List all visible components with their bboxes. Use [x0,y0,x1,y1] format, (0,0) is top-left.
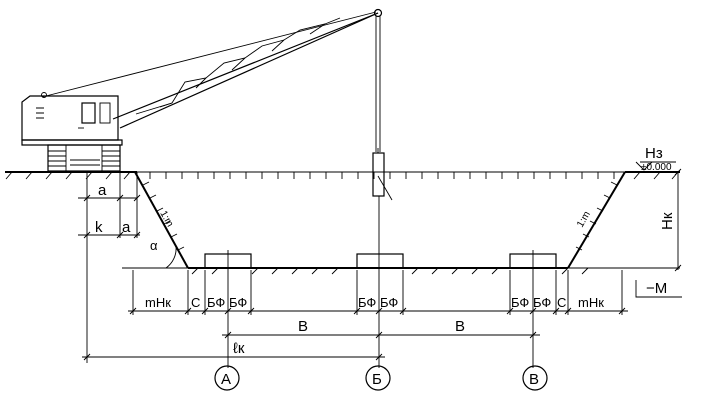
pit-bottom [122,267,680,275]
axis-label-v: В [529,371,539,388]
label-c-left: C [191,295,200,310]
axis-label-b: Б [372,371,382,388]
label-bf-1: БФ [207,295,225,310]
label-lk: ℓк [233,340,245,357]
label-bf-6: БФ [533,295,551,310]
ground-ticks [149,172,615,179]
label-a: a [98,182,107,199]
ground-hatch-right [633,171,679,180]
label-mhk-right: mHк [578,295,604,310]
ground-hatch-left [5,171,131,180]
crane [21,8,393,201]
label-hz: Hз [645,145,663,162]
foundation-blocks [204,253,557,269]
axis-marker-b [365,365,391,391]
label-a-small: a [122,219,131,236]
label-bf-4: БФ [380,295,398,310]
axis-label-a: A [221,371,231,388]
alpha-arc [165,245,177,269]
label-minus-m: −M [646,280,667,297]
dimension-lines [78,161,682,368]
axis-markers [214,365,548,391]
label-k: k [95,219,103,236]
label-c-right: C [557,295,566,310]
label-bf-5: БФ [511,295,529,310]
text-labels: a k a α 1:m 1:m Hз ±0.000 Hк −M mHк C БФ… [95,145,676,388]
label-bf-3: БФ [358,295,376,310]
label-b-1: B [298,318,308,335]
label-mhk-left: mHк [145,295,171,310]
label-zero-mark: ±0.000 [641,162,672,173]
axis-marker-a [214,365,240,391]
label-slope-right: 1:m [575,210,593,230]
label-bf-2: БФ [229,295,247,310]
pit-slopes [134,171,626,269]
label-slope-left: 1:m [157,209,175,229]
label-hk: Hк [659,212,676,230]
label-alpha: α [150,238,158,253]
axis-marker-v [522,365,548,391]
label-b-2: B [455,318,465,335]
